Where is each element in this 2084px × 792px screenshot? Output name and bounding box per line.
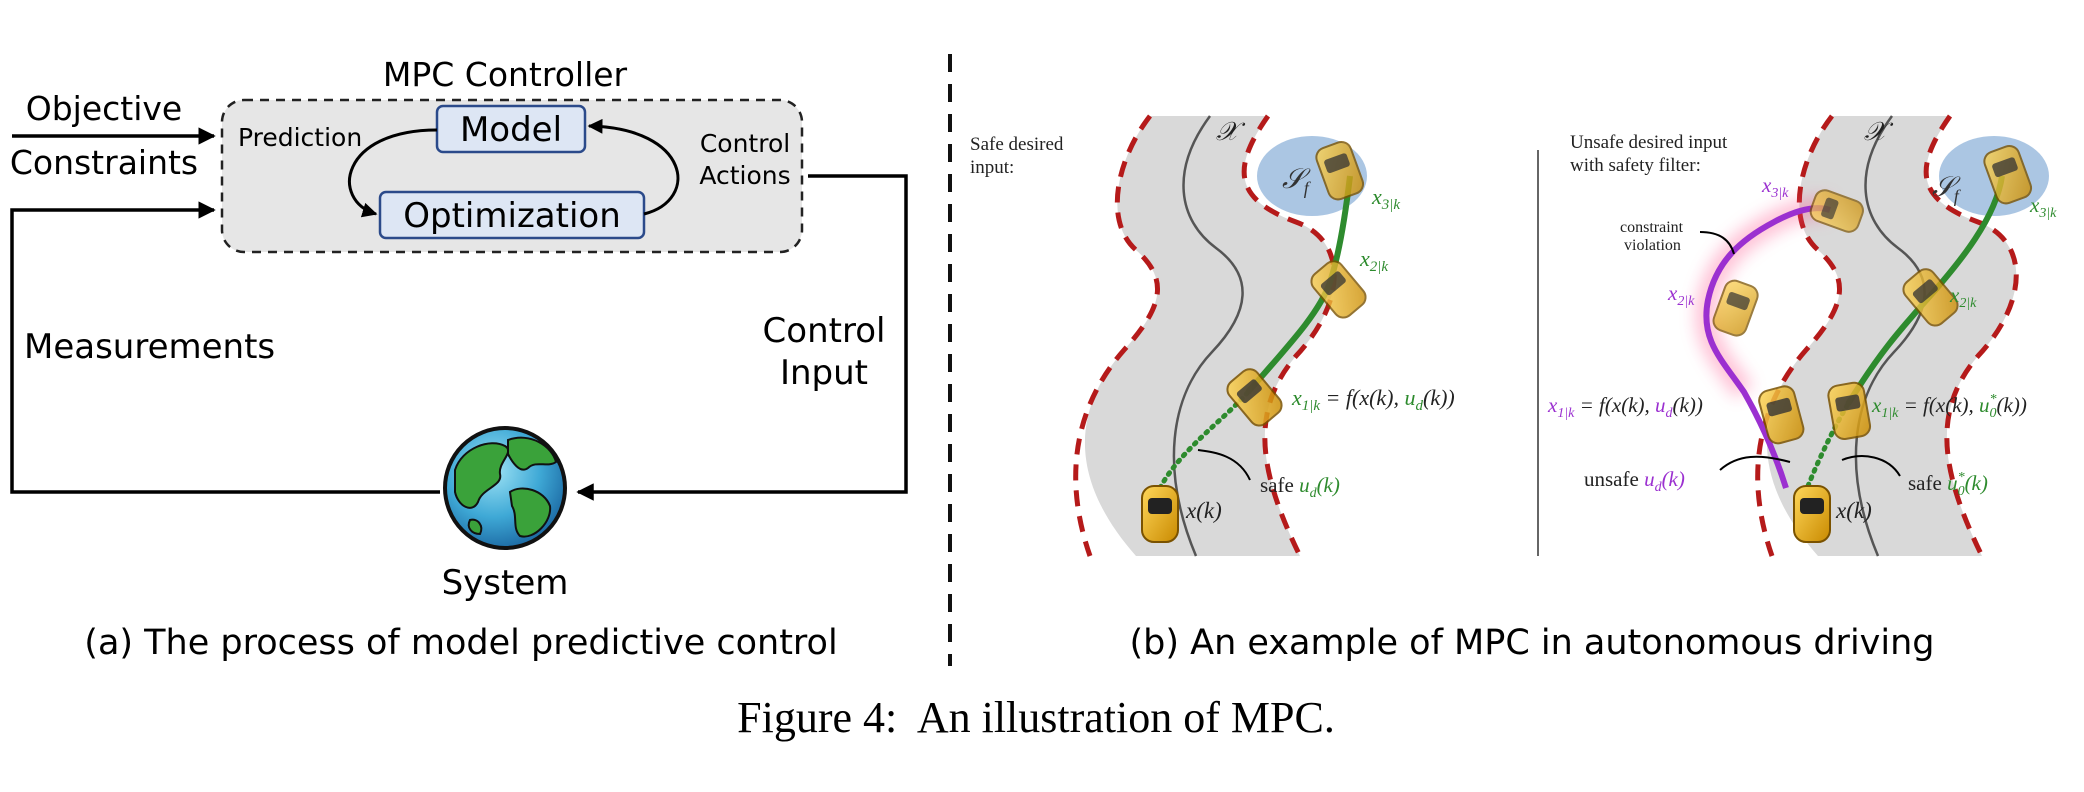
globe-icon bbox=[443, 426, 567, 550]
left-road bbox=[1084, 116, 1335, 556]
left-x1-label: x1|k = f(x(k), ud(k)) bbox=[1291, 385, 1455, 414]
right-unsafe-x3-label: x3|k bbox=[1761, 173, 1789, 201]
right-car-safe-x2 bbox=[1902, 268, 1959, 327]
left-title-line-1: Safe desired bbox=[970, 134, 1064, 155]
left-road-boundary-left bbox=[1073, 114, 1160, 557]
right-safe-u-label: safe u*0(k) bbox=[1908, 470, 1988, 499]
left-xk-label: x(k) bbox=[1185, 498, 1222, 523]
left-title-line-2: input: bbox=[970, 157, 1014, 178]
left-x3-label: x3|k bbox=[1371, 184, 1400, 213]
left-car-current bbox=[1141, 485, 1179, 543]
right-title-line-2: with safety filter: bbox=[1570, 155, 1701, 176]
right-safe-x1-label: x1|k = f(x(k), u*0(k)) bbox=[1871, 392, 2027, 421]
right-car-current bbox=[1793, 485, 1831, 543]
control-actions-arrow bbox=[587, 118, 680, 216]
objective-label: Objective bbox=[26, 89, 182, 128]
panel-b-right-filtered: Unsafe desired input with safety filter:… bbox=[1547, 114, 2057, 558]
prediction-label: Prediction bbox=[238, 123, 362, 152]
right-safe-pointer bbox=[1841, 455, 1901, 477]
right-car-safe-x1 bbox=[1827, 381, 1872, 441]
panel-a-caption: (a) The process of model predictive cont… bbox=[84, 623, 837, 663]
right-unsafe-x1-label: x1|k = f(x(k), ud(k)) bbox=[1547, 393, 1703, 421]
panel-b-left-safe: Safe desired input: 𝒳 𝒮f x3|k x2|k x1|k … bbox=[970, 114, 1455, 558]
left-safe-pointer bbox=[1197, 449, 1251, 481]
figure-caption: Figure 4: An illustration of MPC. bbox=[737, 693, 1335, 742]
mpc-controller-title: MPC Controller bbox=[383, 55, 628, 94]
right-title-line-1: Unsafe desired input bbox=[1570, 132, 1728, 153]
constraint-violation-pointer bbox=[1699, 231, 1735, 255]
measurements-feedback-line bbox=[10, 201, 440, 494]
control-input-line bbox=[576, 174, 908, 501]
right-car-unsafe-x3 bbox=[1809, 189, 1864, 233]
left-x2-label: x2|k bbox=[1359, 246, 1388, 275]
constraint-violation-label-1: constraint bbox=[1620, 219, 1684, 236]
system-label: System bbox=[442, 563, 569, 603]
control-actions-label-1: Control bbox=[700, 129, 790, 158]
prediction-arrow bbox=[348, 128, 438, 218]
right-safe-x2-label: x2|k bbox=[1949, 283, 1977, 311]
left-road-centerline bbox=[1172, 115, 1244, 557]
panel-a-mpc-process: MPC Controller Model Optimization Predic… bbox=[10, 55, 908, 663]
right-unsafe-trajectory bbox=[1703, 205, 1831, 489]
right-xk-label: x(k) bbox=[1835, 498, 1872, 523]
panel-b-caption: (b) An example of MPC in autonomous driv… bbox=[1129, 623, 1934, 663]
control-actions-label-2: Actions bbox=[699, 161, 790, 190]
left-car-x3 bbox=[1315, 140, 1365, 201]
left-car-x1 bbox=[1226, 368, 1283, 427]
right-car-safe-x3 bbox=[1983, 144, 2033, 205]
right-road-boundary-left bbox=[1755, 114, 1842, 557]
control-input-label-2: Input bbox=[780, 353, 868, 393]
constraints-label: Constraints bbox=[10, 143, 198, 182]
right-car-unsafe-x1 bbox=[1758, 385, 1805, 445]
right-unsafe-u-label: unsafe ud(k) bbox=[1584, 467, 1685, 495]
optimization-box bbox=[378, 190, 646, 240]
right-unsafe-x2-label: x2|k bbox=[1667, 281, 1695, 309]
optimization-label: Optimization bbox=[403, 196, 621, 236]
right-safe-x3-label: x3|k bbox=[2029, 193, 2057, 221]
right-unsafe-pointer bbox=[1719, 455, 1791, 471]
model-label: Model bbox=[460, 110, 562, 150]
control-input-label-1: Control bbox=[763, 311, 886, 351]
right-car-unsafe-x2 bbox=[1712, 279, 1759, 337]
left-car-x2 bbox=[1310, 260, 1367, 319]
measurements-label: Measurements bbox=[24, 327, 275, 367]
constraint-violation-label-2: violation bbox=[1624, 237, 1681, 254]
left-safe-u-label: safe ud(k) bbox=[1260, 473, 1340, 501]
